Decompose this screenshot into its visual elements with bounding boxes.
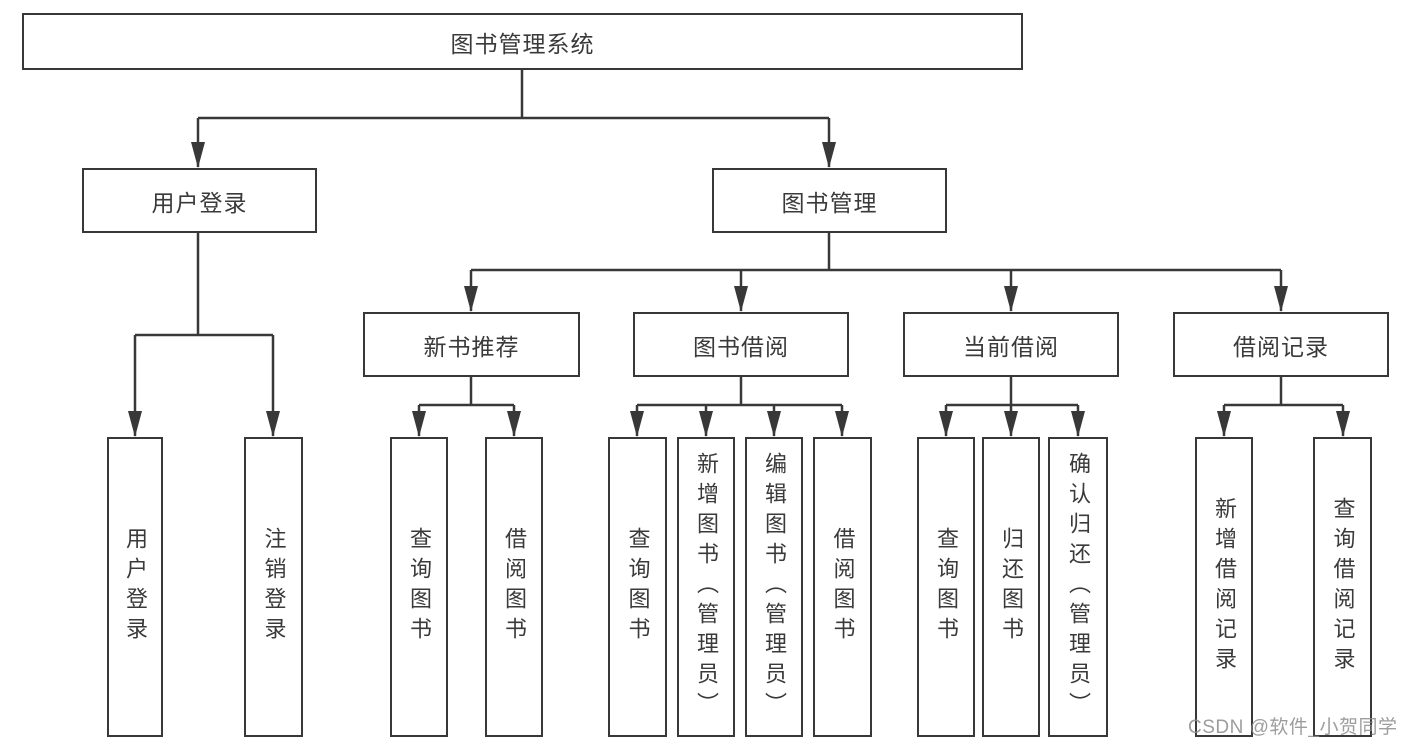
- leaf-return-books: 归还图书: [982, 437, 1040, 737]
- node-book-management: 图书管理: [712, 168, 947, 233]
- leaf-add-book-admin-label: 新增图书（管理员）: [694, 452, 719, 722]
- edges-user-login: [128, 233, 280, 437]
- node-library-system: 图书管理系统: [22, 13, 1023, 70]
- leaf-add-borrow-record-label: 新增借阅记录: [1212, 497, 1237, 677]
- watermark: CSDN @软件_小贺同学: [1188, 717, 1398, 738]
- node-book-borrow: 图书借阅: [633, 312, 849, 377]
- edges-new-book-recommend: [412, 377, 521, 437]
- leaf-borrow-books-recommend-label: 借阅图书: [502, 527, 527, 647]
- edges-book-borrow: [630, 377, 849, 437]
- leaf-user-login: 用户登录: [107, 437, 163, 737]
- edges-root: [191, 70, 836, 168]
- leaf-logout-label: 注销登录: [261, 527, 287, 647]
- leaf-confirm-return-admin: 确认归还（管理员）: [1048, 437, 1108, 737]
- edges-current-borrow: [939, 377, 1085, 437]
- leaf-query-borrow-record-label: 查询借阅记录: [1330, 497, 1356, 677]
- leaf-query-books-recommend-label: 查询图书: [407, 527, 432, 647]
- leaf-query-books-borrow-label: 查询图书: [625, 527, 651, 647]
- leaf-edit-book-admin-label: 编辑图书（管理员）: [762, 452, 787, 722]
- leaf-borrow-books-label: 借阅图书: [830, 527, 856, 647]
- node-borrow-records: 借阅记录: [1173, 312, 1389, 377]
- leaf-query-books-current: 查询图书: [917, 437, 975, 737]
- leaf-user-login-label: 用户登录: [123, 527, 148, 647]
- leaf-query-books-recommend: 查询图书: [390, 437, 448, 737]
- leaf-borrow-books-recommend: 借阅图书: [485, 437, 543, 737]
- leaf-borrow-books: 借阅图书: [813, 437, 872, 737]
- leaf-return-books-label: 归还图书: [999, 527, 1024, 647]
- leaf-query-borrow-record: 查询借阅记录: [1313, 437, 1372, 737]
- leaf-logout: 注销登录: [244, 437, 303, 737]
- leaf-query-books-current-label: 查询图书: [934, 527, 959, 647]
- edges-book-management: [464, 233, 1288, 312]
- node-new-book-recommend: 新书推荐: [363, 312, 580, 377]
- leaf-edit-book-admin: 编辑图书（管理员）: [745, 437, 803, 737]
- leaf-confirm-return-admin-label: 确认归还（管理员）: [1066, 452, 1091, 722]
- leaf-query-books-borrow: 查询图书: [608, 437, 667, 737]
- node-user-login: 用户登录: [82, 168, 317, 233]
- leaf-add-book-admin: 新增图书（管理员）: [677, 437, 735, 737]
- leaf-add-borrow-record: 新增借阅记录: [1195, 437, 1253, 737]
- edges-borrow-records: [1217, 377, 1350, 437]
- node-current-borrow: 当前借阅: [903, 312, 1119, 377]
